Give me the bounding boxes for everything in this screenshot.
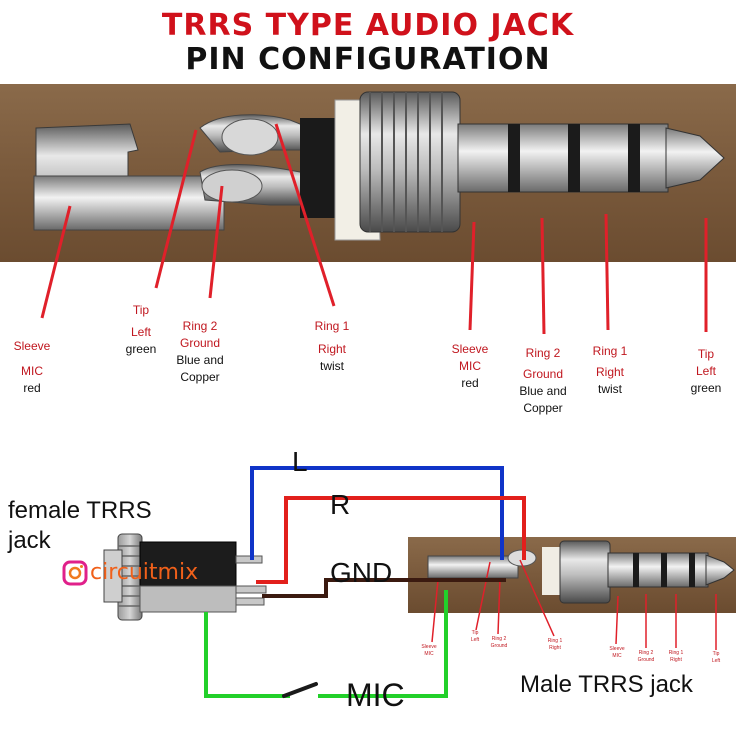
mini-ring2b-label: Ring 2 Ground	[633, 650, 659, 664]
page-subtitle: PIN CONFIGURATION	[185, 42, 551, 77]
mini-ring2: Ring 2	[491, 636, 507, 642]
wire-l-label: L	[292, 446, 308, 477]
mini-sleeve: Sleeve	[421, 644, 437, 650]
mini-ring2b: Ring 2	[638, 650, 654, 656]
mini-tip: Tip	[471, 630, 479, 636]
mini-pointer-lines	[431, 559, 717, 650]
tip-fn: Left	[130, 325, 151, 339]
mini-ground: Ground	[490, 643, 508, 649]
plug-tip-color: green	[690, 381, 722, 395]
plug-sleeve-name: Sleeve	[451, 342, 489, 356]
ring2-color2: Copper	[180, 370, 220, 384]
top-connector-photo	[0, 84, 736, 262]
wire-mic	[204, 612, 290, 698]
wire-gnd	[262, 578, 506, 598]
mini-ring1-label: Ring 1 Right	[542, 638, 568, 652]
plug-ring2-color1: Blue and	[519, 384, 567, 398]
mini-sleeve2-label: Sleeve MIC	[604, 646, 630, 660]
mini-leftb: Left	[711, 658, 721, 664]
ring1-fn: Right	[317, 342, 346, 356]
mini-right: Right	[549, 645, 561, 651]
mic-switch	[282, 682, 318, 698]
wire-mic-label: MIC	[346, 677, 405, 713]
mini-left: Left	[470, 637, 480, 643]
mini-tipb-label: Tip Left	[704, 651, 728, 665]
sleeve-fn: MIC	[21, 364, 43, 378]
plug-tip-label: Tip Left green	[684, 346, 728, 397]
mini-groundb: Ground	[637, 657, 655, 663]
plug-ring2-color2: Copper	[523, 401, 563, 415]
male-trrs-photo	[408, 537, 736, 613]
ring1-color: twist	[320, 359, 344, 373]
female-jack-label: female TRRS jack	[8, 496, 152, 556]
instagram-icon	[62, 560, 88, 586]
plug-ring1-name: Ring 1	[592, 344, 628, 358]
mini-ring1b: Ring 1	[668, 650, 684, 656]
top-pointer-lines	[40, 123, 708, 335]
tip-label: Tip Left green	[118, 302, 164, 358]
wire-l	[250, 466, 504, 560]
female-line1: female TRRS	[8, 497, 152, 524]
mini-sleeve-label: Sleeve MIC	[416, 644, 442, 658]
tip-color: green	[125, 342, 157, 356]
plug-sleeve-color: red	[461, 376, 479, 390]
plug-sleeve-label: Sleeve MIC red	[446, 341, 494, 392]
female-line2: jack	[8, 527, 51, 554]
male-jack-label: Male TRRS jack	[520, 671, 693, 698]
plug-ring1-label: Ring 1 Right twist	[586, 343, 634, 398]
mini-sleeve2: Sleeve	[609, 646, 625, 652]
mini-ring1: Ring 1	[547, 638, 563, 644]
plug-sleeve-fn: MIC	[459, 359, 481, 373]
mini-ring2-label: Ring 2 Ground	[486, 636, 512, 650]
mini-tipb: Tip	[712, 651, 720, 657]
plug-ring1-color: twist	[598, 382, 622, 396]
plug-tip-name: Tip	[697, 347, 715, 361]
plug-ring1-fn: Right	[595, 365, 624, 379]
female-trrs-jack	[103, 533, 267, 621]
ring2-name: Ring 2	[182, 319, 218, 333]
mini-mic: MIC	[424, 651, 434, 657]
mini-tip-label: Tip Left	[464, 630, 486, 644]
ring2-fn: Ground	[179, 336, 221, 350]
sleeve-label: Sleeve MIC red	[10, 338, 54, 397]
page-title: TRRS TYPE AUDIO JACK	[161, 8, 575, 43]
wire-mic-right	[318, 590, 448, 698]
wire-r	[256, 496, 526, 584]
wire-r-label: R	[330, 489, 351, 520]
sleeve-color: red	[23, 381, 41, 395]
plug-ring2-name: Ring 2	[525, 346, 561, 360]
plug-ring2-fn: Ground	[522, 367, 564, 381]
ring1-label: Ring 1 Right twist	[308, 318, 356, 375]
watermark-text: circuitmix	[90, 560, 199, 585]
plug-tip-fn: Left	[695, 364, 716, 378]
plug-ring2-label: Ring 2 Ground Blue and Copper	[512, 345, 574, 417]
mini-ring1b-label: Ring 1 Right	[663, 650, 689, 664]
ring2-color1: Blue and	[176, 353, 224, 367]
tip-name: Tip	[132, 303, 150, 317]
ring1-name: Ring 1	[314, 319, 350, 333]
ring2-label: Ring 2 Ground Blue and Copper	[168, 318, 232, 386]
wire-gnd-label: GND	[330, 557, 393, 588]
sleeve-name: Sleeve	[13, 339, 51, 353]
mini-mic2: MIC	[612, 653, 622, 659]
mini-rightb: Right	[670, 657, 682, 663]
